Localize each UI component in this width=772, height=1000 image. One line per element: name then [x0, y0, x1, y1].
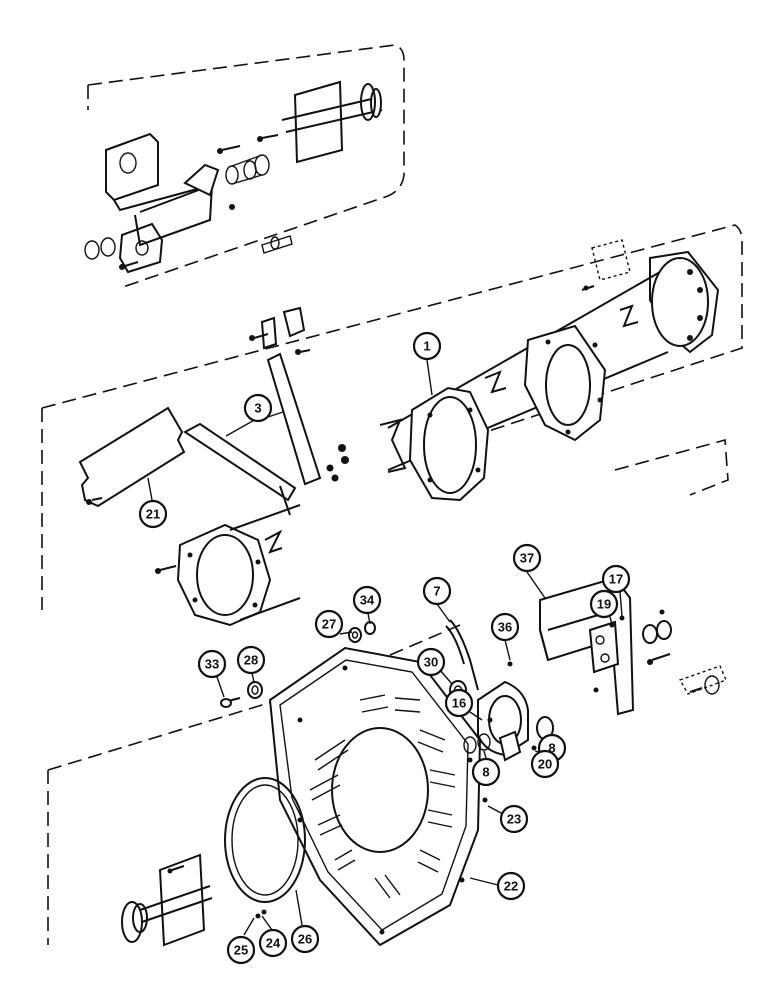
- callout-28: 28: [236, 645, 266, 683]
- middle-assembly-group: [41, 224, 743, 627]
- svg-text:36: 36: [498, 620, 512, 635]
- top-assembly-group: [84, 44, 405, 289]
- callout-7: 7: [422, 576, 452, 623]
- callout-17: 17: [601, 564, 631, 617]
- callout-23: 23: [487, 804, 529, 834]
- svg-text:26: 26: [298, 932, 312, 947]
- bottom-assembly-group: [47, 438, 729, 947]
- callout-37: 37: [512, 543, 546, 599]
- callout-1: 1: [412, 331, 442, 396]
- svg-text:21: 21: [146, 507, 160, 522]
- svg-text:33: 33: [205, 657, 219, 672]
- callout-22: 22: [469, 871, 526, 901]
- svg-text:16: 16: [452, 696, 466, 711]
- svg-text:25: 25: [234, 943, 248, 958]
- callout-24: 24: [258, 915, 288, 958]
- svg-text:20: 20: [538, 757, 552, 772]
- svg-text:1: 1: [423, 339, 430, 354]
- svg-text:22: 22: [504, 879, 518, 894]
- svg-text:24: 24: [266, 936, 281, 951]
- svg-text:7: 7: [433, 584, 440, 599]
- callout-25: 25: [226, 917, 256, 965]
- svg-text:3: 3: [254, 401, 261, 416]
- svg-text:27: 27: [322, 617, 336, 632]
- callout-26: 26: [290, 889, 320, 954]
- callouts: 1 3 21 37 7 36 19: [138, 331, 631, 965]
- callout-33: 33: [197, 649, 227, 698]
- svg-text:8: 8: [548, 741, 555, 756]
- callout-8-lower: 8: [471, 750, 501, 787]
- callout-20: 20: [530, 749, 560, 779]
- callout-36: 36: [490, 612, 520, 661]
- callout-3: 3: [225, 393, 284, 437]
- callout-34: 34: [352, 585, 382, 625]
- svg-text:37: 37: [520, 551, 534, 566]
- svg-text:34: 34: [360, 593, 375, 608]
- callout-16: 16: [444, 688, 483, 721]
- callout-19: 19: [589, 589, 619, 625]
- svg-text:23: 23: [507, 812, 521, 827]
- svg-text:28: 28: [244, 653, 258, 668]
- svg-text:17: 17: [609, 572, 623, 587]
- svg-text:19: 19: [597, 597, 611, 612]
- callout-30: 30: [416, 647, 453, 685]
- svg-text:30: 30: [424, 655, 438, 670]
- callout-27: 27: [314, 609, 353, 639]
- callout-21: 21: [138, 477, 168, 529]
- svg-text:8: 8: [482, 765, 489, 780]
